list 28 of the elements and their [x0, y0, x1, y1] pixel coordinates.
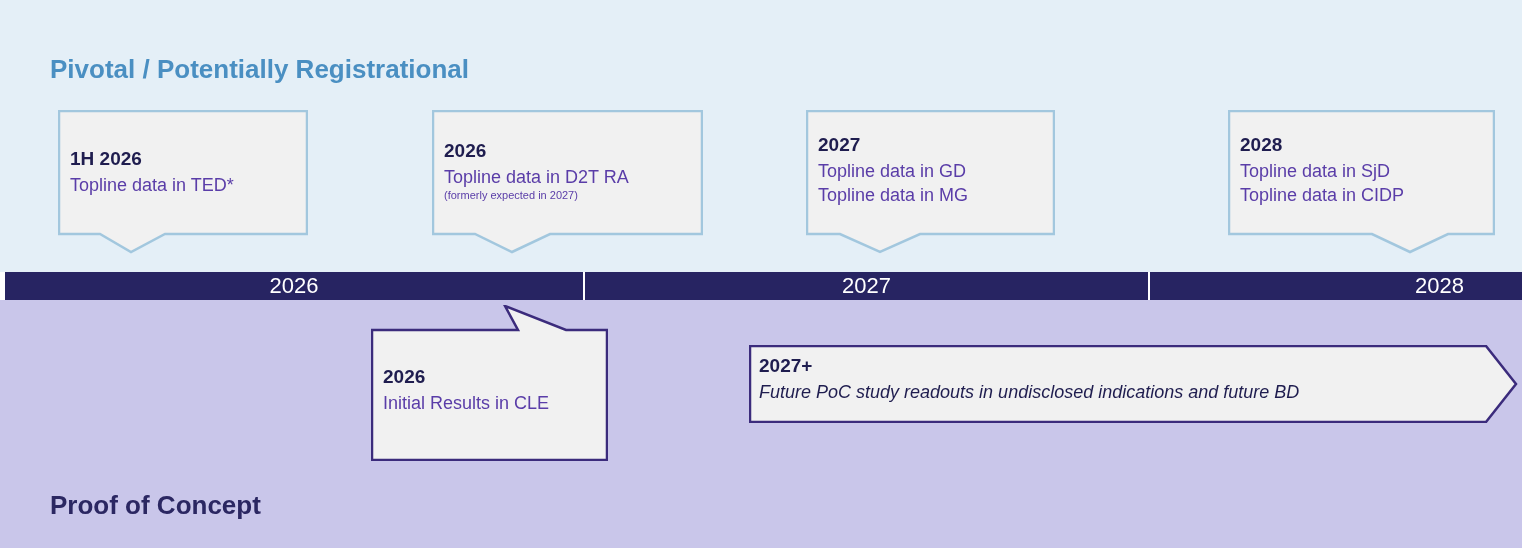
milestone-text: Topline data in SjD [1240, 160, 1391, 183]
year-bar-segment: 2028 [1150, 272, 1522, 300]
milestone-text: Topline data in CIDP [1240, 184, 1405, 207]
year-bar-segment: 2027 [585, 272, 1148, 300]
band-title: Proof of Concept [50, 490, 261, 521]
callout-box [1228, 110, 1495, 254]
milestone-text: Topline data in TED* [70, 174, 234, 197]
year-heading: 2027 [818, 134, 861, 156]
year-bar-segment: 2026 [5, 272, 583, 300]
callout-box [58, 110, 308, 254]
milestone-text: Topline data in MG [818, 184, 969, 207]
callout-box [806, 110, 1055, 254]
footnote-text: (formerly expected in 2027) [444, 189, 578, 201]
callout-box [432, 110, 703, 254]
year-heading: 2027+ [759, 355, 813, 377]
arrow-banner [749, 345, 1518, 423]
band-title: Pivotal / Potentially Registrational [50, 54, 469, 85]
year-heading: 1H 2026 [70, 148, 142, 170]
timeline-band [0, 300, 1522, 548]
year-heading: 2026 [444, 140, 487, 162]
milestone-text: Future PoC study readouts in undisclosed indications and future BD [759, 381, 1300, 404]
callout-box [371, 305, 608, 461]
milestone-text: Topline data in GD [818, 160, 967, 183]
year-heading: 2026 [383, 366, 426, 388]
timeline-band [0, 0, 1522, 272]
milestone-text: Topline data in D2T RA [444, 166, 629, 189]
milestone-text: Initial Results in CLE [383, 392, 550, 415]
year-heading: 2028 [1240, 134, 1283, 156]
